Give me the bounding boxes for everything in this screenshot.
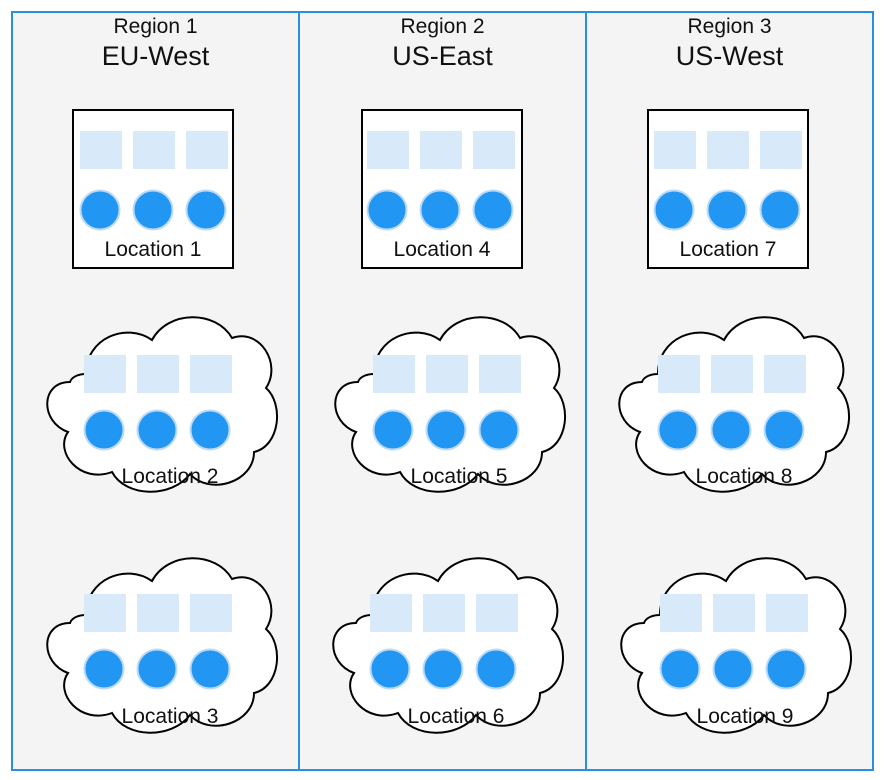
location-3-node-circle-1 [83,648,125,690]
location-6-node-circle-2 [422,648,464,690]
location-5-server-square-1 [373,355,415,393]
location-8-server-square-2 [711,355,753,393]
location-5-node-circle-1 [372,409,414,451]
location-2-server-square-1 [84,355,126,393]
location-1-node-circle-1 [79,189,121,231]
location-7-node-circle-3 [759,189,801,231]
location-6-node-circle-1 [369,648,411,690]
location-3-node-circle-2 [136,648,178,690]
location-8-node-circle-1 [657,409,699,451]
location-2-node-circle-2 [136,409,178,451]
location-4-node-circle-3 [472,189,514,231]
location-9-node-circle-3 [765,648,807,690]
location-5-server-square-2 [426,355,468,393]
location-9-server-square-2 [713,594,755,632]
location-2-node-circle-3 [189,409,231,451]
location-9-label: Location 9 [696,705,794,728]
location-3-server-square-1 [84,594,126,632]
location-1-node-circle-3 [185,189,227,231]
location-6-server-square-1 [370,594,412,632]
location-6-node-circle-3 [475,648,517,690]
location-8-server-square-3 [764,355,806,393]
location-5-server-square-3 [479,355,521,393]
location-7-label: Location 7 [679,238,777,261]
location-4-node-circle-2 [419,189,461,231]
location-6-label: Location 6 [407,705,505,728]
location-1-server-square-2 [133,131,175,169]
location-4-label: Location 4 [393,238,491,261]
location-5-node-circle-3 [478,409,520,451]
location-2-server-square-2 [137,355,179,393]
location-9-node-circle-2 [712,648,754,690]
location-5-label: Location 5 [410,465,508,488]
location-8-label: Location 8 [695,465,793,488]
location-4-node-circle-1 [366,189,408,231]
location-5-node-circle-2 [425,409,467,451]
location-6-server-square-3 [476,594,518,632]
location-4-server-square-1 [367,131,409,169]
location-7-server-square-1 [654,131,696,169]
location-6-server-square-2 [423,594,465,632]
location-7-server-square-3 [760,131,802,169]
location-4-server-square-3 [473,131,515,169]
location-3-server-square-2 [137,594,179,632]
location-7-node-circle-1 [653,189,695,231]
location-9-server-square-1 [660,594,702,632]
location-2-node-circle-1 [83,409,125,451]
location-8-server-square-1 [658,355,700,393]
location-3-node-circle-3 [189,648,231,690]
location-1-label: Location 1 [104,238,202,261]
location-7-server-square-2 [707,131,749,169]
location-2-label: Location 2 [121,465,219,488]
location-8-node-circle-2 [710,409,752,451]
location-1-server-square-3 [186,131,228,169]
location-9-server-square-3 [766,594,808,632]
location-3-server-square-3 [190,594,232,632]
location-1-server-square-1 [80,131,122,169]
location-4-server-square-2 [420,131,462,169]
location-1-node-circle-2 [132,189,174,231]
location-7-node-circle-2 [706,189,748,231]
location-2-server-square-3 [190,355,232,393]
location-9-node-circle-1 [659,648,701,690]
location-8-node-circle-3 [763,409,805,451]
location-3-label: Location 3 [121,705,219,728]
